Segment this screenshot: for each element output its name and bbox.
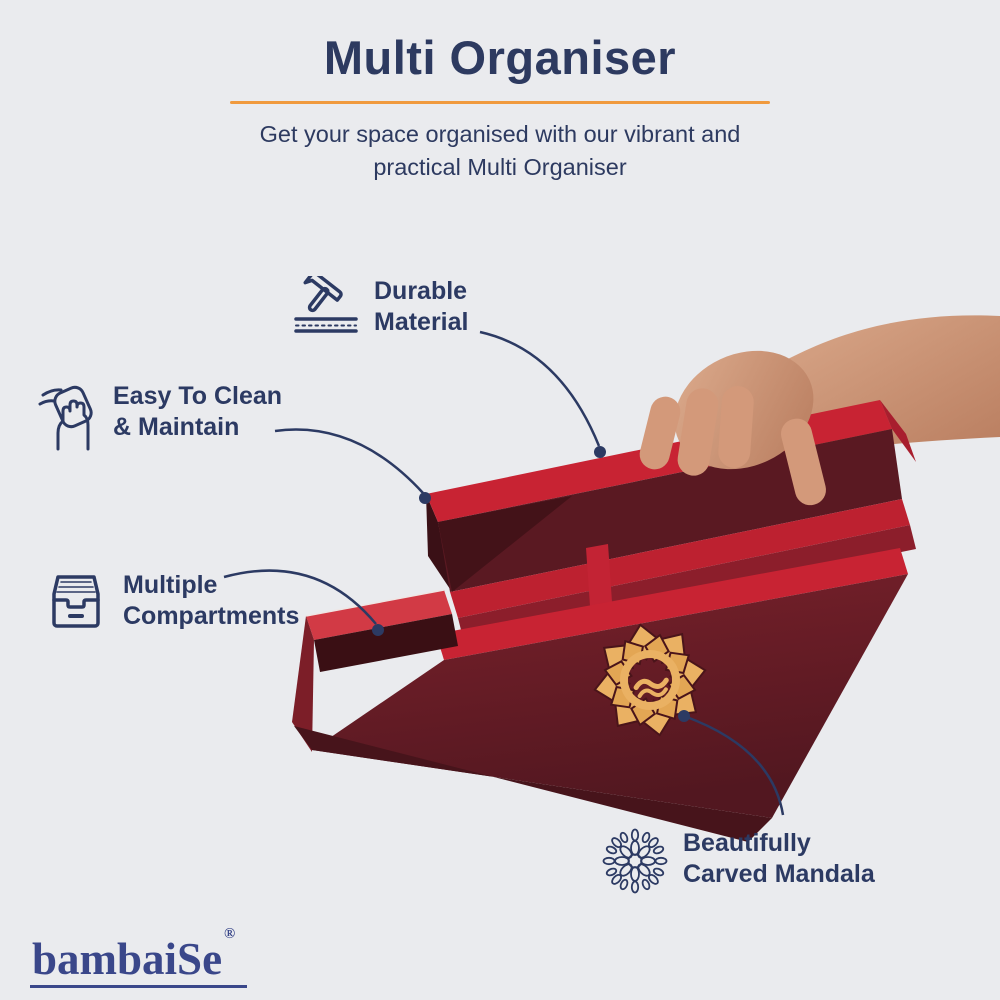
mandala-icon <box>602 828 668 894</box>
middle-wall-rim <box>450 499 910 618</box>
callout-clean-line1: Easy To Clean <box>113 382 283 410</box>
subtitle: Get your space organised with our vibran… <box>0 118 1000 184</box>
brand-logo-text: bambaiSe <box>32 934 223 984</box>
tray-rim <box>306 590 452 640</box>
callout-compartments-line2: Compartments <box>123 602 300 630</box>
connector-durable <box>479 330 601 447</box>
back-left-cap <box>426 494 452 592</box>
drawer-icon <box>52 575 100 628</box>
callout-multiple-compartments: Multiple Compartments <box>44 570 299 632</box>
registered-trademark: ® <box>224 926 236 942</box>
callout-mandala-line1: Beautifully <box>683 829 811 857</box>
organiser-box <box>292 400 916 842</box>
gripping-fingers <box>639 350 826 506</box>
tray-rim-highlight <box>305 589 445 617</box>
connector-mandala <box>683 714 785 816</box>
connector-clean <box>274 428 424 494</box>
middle-finger <box>677 388 719 476</box>
mandala-motif <box>591 621 709 739</box>
tray-left-face <box>292 616 314 752</box>
hammer-icon <box>294 276 358 333</box>
callout-durable-material: Durable Material <box>293 276 468 338</box>
right-top-cap <box>880 400 916 462</box>
subtitle-line1: Get your space organised with our vibran… <box>259 121 741 147</box>
ring-finger <box>718 386 754 468</box>
slot-divider <box>586 544 612 606</box>
callout-clean-line2: & Maintain <box>113 413 240 441</box>
back-slot-shadow <box>438 496 572 592</box>
callout-easy-to-clean: Easy To Clean & Maintain <box>36 381 282 451</box>
back-slot-interior <box>438 429 902 592</box>
tray-interior <box>314 614 458 672</box>
brand-logo: bambaiSe® <box>30 926 248 988</box>
callout-connectors <box>223 330 785 816</box>
callout-carved-mandala: Beautifully Carved Mandala <box>602 828 875 894</box>
connector-clean-dot <box>419 492 431 504</box>
page-title: Multi Organiser <box>323 31 677 84</box>
wipe-hand-icon <box>38 385 93 451</box>
callout-durable-line1: Durable <box>374 277 468 305</box>
callout-durable-line2: Material <box>374 308 469 336</box>
thumb <box>780 418 826 506</box>
callout-mandala-line2: Carved Mandala <box>683 860 875 888</box>
front-wall-rim <box>436 548 908 660</box>
bottom-face <box>294 726 772 842</box>
connector-durable-dot <box>594 446 606 458</box>
callout-compartments-line1: Multiple <box>123 571 218 599</box>
title-underline <box>230 101 770 104</box>
connector-compartments-dot <box>372 624 384 636</box>
index-finger <box>639 396 681 470</box>
subtitle-line2: practical Multi Organiser <box>373 154 627 180</box>
connector-compartments <box>223 569 377 625</box>
connector-mandala-dot <box>678 710 690 722</box>
